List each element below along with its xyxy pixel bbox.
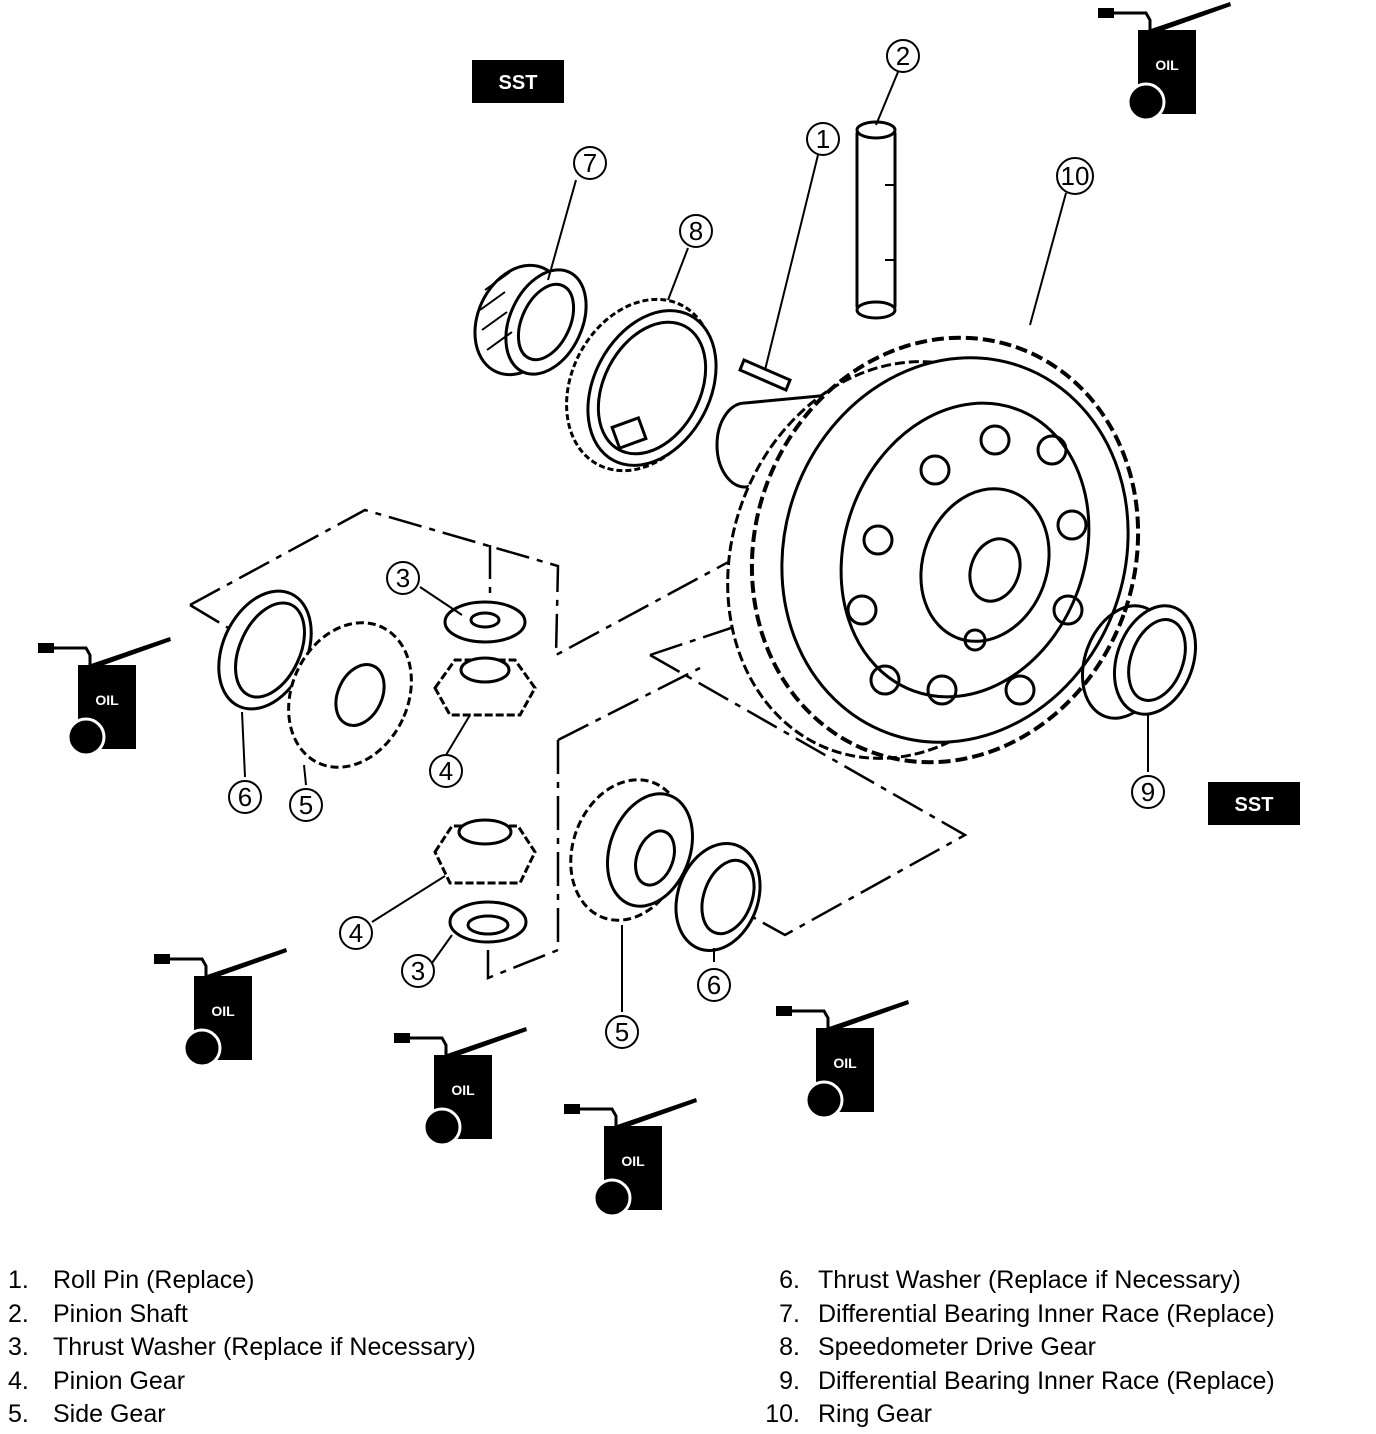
legend-item: 7. Differential Bearing Inner Race (Repla…: [758, 1298, 1275, 1332]
legend-item: 8. Speedometer Drive Gear: [758, 1331, 1275, 1365]
callout-1-label: 1: [816, 124, 830, 154]
legend-item-label: Ring Gear: [818, 1400, 932, 1428]
oil-can-icon: OIL: [36, 635, 173, 757]
callout-7-label: 7: [583, 148, 597, 178]
oil-can-icon: OIL: [562, 1096, 699, 1218]
legend-item-number: 6.: [779, 1266, 800, 1294]
callout-10: 10: [1056, 157, 1094, 195]
legend-item: 2. Pinion Shaft: [8, 1298, 476, 1332]
oil-label: OIL: [621, 1153, 645, 1169]
legend-item: 4. Pinion Gear: [8, 1365, 476, 1399]
sst-badge-top-label: SST: [499, 72, 538, 94]
legend-item-number: 4.: [8, 1366, 29, 1395]
legend-item-label: Thrust Washer (Replace if Necessary): [53, 1333, 476, 1361]
callout-4-lower: 4: [339, 916, 373, 950]
parts-legend-right: 6. Thrust Washer (Replace if Necessary) 7…: [758, 1264, 1275, 1432]
legend-item-number: 8.: [779, 1333, 800, 1361]
thrust-washer-upper: [443, 600, 527, 644]
legend-item-number: 7.: [779, 1299, 800, 1328]
oil-can-icon: OIL: [152, 946, 289, 1068]
callout-6-right-label: 6: [707, 970, 721, 1000]
sst-badge-right: SST: [1208, 782, 1300, 825]
callout-3-upper-label: 3: [396, 563, 410, 593]
pinion-shaft: [855, 120, 897, 320]
assembly-guide-lines: [189, 508, 968, 980]
callout-5-lower-label: 5: [615, 1017, 629, 1047]
exploded-differential-diagram: SST SST OIL OIL OIL OIL OIL OIL: [36, 0, 1300, 1218]
thrust-washer-lower: [448, 900, 528, 944]
legend-item-number: 5.: [8, 1400, 29, 1428]
legend-item-label: Side Gear: [53, 1400, 166, 1428]
legend-item-number: 2.: [8, 1299, 29, 1328]
legend-item-label: Pinion Gear: [53, 1366, 186, 1395]
legend-item-label: Thrust Washer (Replace if Necessary): [818, 1266, 1241, 1294]
callout-4-upper: 4: [429, 754, 463, 788]
side-gear-lower: [569, 778, 695, 922]
callout-4-upper-label: 4: [439, 756, 453, 786]
callout-4-lower-label: 4: [349, 918, 363, 948]
oil-can-icon: OIL: [774, 998, 911, 1120]
differential-bearing-inner-race-upper: [473, 263, 588, 377]
legend-item-number: 1.: [8, 1266, 29, 1294]
callout-8-label: 8: [689, 216, 703, 246]
sst-badge-top: SST: [472, 60, 564, 103]
callout-6-left-label: 6: [238, 782, 252, 812]
callout-1: 1: [806, 122, 840, 156]
legend-item-label: Speedometer Drive Gear: [818, 1333, 1096, 1361]
legend-item: 10. Ring Gear: [758, 1398, 1275, 1432]
sst-badge-right-label: SST: [1235, 794, 1274, 816]
differential-bearing-inner-race-right: [1080, 604, 1198, 720]
legend-item: 6. Thrust Washer (Replace if Necessary): [758, 1264, 1275, 1298]
side-gear-left: [287, 621, 413, 769]
legend-item: 3. Thrust Washer (Replace if Necessary): [8, 1331, 476, 1365]
callout-5-lower: 5: [605, 1015, 639, 1049]
legend-item: 9. Differential Bearing Inner Race (Repla…: [758, 1365, 1275, 1399]
legend-item-label: Differential Bearing Inner Race (Replace…: [818, 1366, 1275, 1395]
callout-3-lower: 3: [401, 954, 435, 988]
oil-label: OIL: [833, 1055, 857, 1071]
legend-item-label: Pinion Shaft: [53, 1299, 188, 1328]
legend-item: 1. Roll Pin (Replace): [8, 1264, 476, 1298]
callout-5-left-label: 5: [299, 790, 313, 820]
pinion-gear-lower: [433, 818, 537, 885]
legend-item-number: 9.: [779, 1366, 800, 1395]
callout-2-label: 2: [896, 41, 910, 71]
callout-2: 2: [886, 39, 920, 73]
callout-6-right: 6: [697, 968, 731, 1002]
ring-gear-assembly: [715, 335, 1141, 765]
oil-label: OIL: [451, 1082, 475, 1098]
parts-legend-left: 1. Roll Pin (Replace) 2. Pinion Shaft 3. Th…: [8, 1264, 476, 1432]
roll-pin: [738, 358, 792, 392]
callout-8: 8: [679, 214, 713, 248]
pinion-gear-upper: [433, 656, 537, 717]
oil-label: OIL: [211, 1003, 235, 1019]
callout-10-label: 10: [1061, 161, 1090, 191]
legend-item-number: 3.: [8, 1333, 29, 1361]
callout-9-label: 9: [1141, 777, 1155, 807]
callout-6-left: 6: [228, 780, 262, 814]
callout-5-left: 5: [289, 788, 323, 822]
oil-can-icon: OIL: [392, 1025, 529, 1147]
callout-leader-lines: [241, 71, 1149, 1012]
oil-can-icon: OIL: [1096, 0, 1233, 122]
speedometer-drive-gear: [565, 297, 718, 473]
callout-7: 7: [573, 146, 607, 180]
callout-3-lower-label: 3: [411, 956, 425, 986]
thrust-washer-left: [217, 589, 313, 711]
callout-9: 9: [1131, 775, 1165, 809]
oil-label: OIL: [1155, 57, 1179, 73]
legend-item-label: Differential Bearing Inner Race (Replace…: [818, 1299, 1275, 1328]
legend-item-number: 10.: [765, 1400, 800, 1428]
oil-label: OIL: [95, 692, 119, 708]
callout-3-upper: 3: [386, 561, 420, 595]
legend-item: 5. Side Gear: [8, 1398, 476, 1432]
thrust-washer-right: [674, 842, 762, 952]
legend-item-label: Roll Pin (Replace): [53, 1266, 255, 1294]
